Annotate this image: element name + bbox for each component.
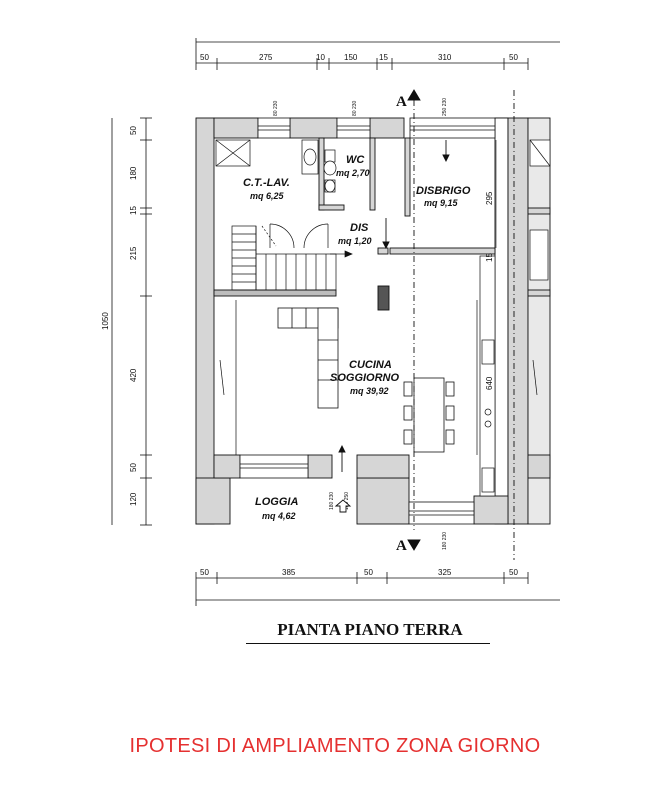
window-label-2: 250 230 bbox=[442, 98, 448, 116]
top-dimension-chain bbox=[195, 38, 560, 70]
top-dim-6: 50 bbox=[509, 53, 518, 62]
proposal-caption: IPOTESI DI AMPLIAMENTO ZONA GIORNO bbox=[129, 735, 541, 757]
room-wc-area: mq 2,70 bbox=[336, 168, 370, 178]
dining-table bbox=[403, 377, 455, 453]
room-ctlav-name: C.T.-LAV. bbox=[243, 177, 290, 189]
room-loggia-area: mq 4,62 bbox=[262, 511, 296, 521]
room-cucina-area: mq 39,92 bbox=[350, 386, 389, 396]
section-marker-bottom: A bbox=[396, 538, 407, 554]
kitchen-counter bbox=[479, 255, 496, 497]
top-dim-2: 10 bbox=[316, 53, 325, 62]
bottom-dimension-labels: 50 385 50 325 50 bbox=[200, 568, 518, 577]
kitchen-height-dim: 640 bbox=[485, 376, 494, 390]
room-disbrigo-area: mq 9,15 bbox=[424, 198, 459, 208]
bottom-dim-2: 50 bbox=[364, 568, 373, 577]
room-labels: C.T.-LAV. mq 6,25 WC mq 2,70 DISBRIGO mq… bbox=[243, 154, 471, 521]
window-label-6: 180 230 bbox=[442, 532, 448, 550]
top-dim-3: 150 bbox=[344, 53, 358, 62]
room-soggiorno-name: SOGGIORNO bbox=[330, 372, 400, 384]
d15-dim: 15 bbox=[485, 253, 494, 262]
doors bbox=[219, 223, 538, 455]
left-dim-4: 420 bbox=[129, 368, 138, 382]
top-dim-0: 50 bbox=[200, 53, 209, 62]
bottom-dim-3: 325 bbox=[438, 568, 452, 577]
room-disbrigo-name: DISBRIGO bbox=[416, 185, 471, 197]
walls bbox=[195, 117, 551, 525]
top-dimension-labels: 50 275 10 150 15 310 50 bbox=[200, 53, 518, 62]
wc-fixtures bbox=[301, 139, 549, 281]
total-height-dim: 1050 bbox=[101, 312, 110, 330]
left-dim-6: 120 bbox=[129, 492, 138, 506]
sofa bbox=[277, 307, 339, 409]
window-label-0: 80 230 bbox=[273, 100, 279, 116]
bottom-dim-4: 50 bbox=[509, 568, 518, 577]
disbrigo-height-dim: 295 bbox=[485, 191, 494, 205]
left-dim-0: 50 bbox=[129, 126, 138, 135]
room-dis-area: mq 1,20 bbox=[338, 236, 372, 246]
interior-dims: 295 15 640 bbox=[485, 140, 497, 390]
room-dis-name: DIS bbox=[350, 222, 369, 234]
window-labels-top: 80 230 80 230 250 230 bbox=[273, 98, 448, 116]
room-loggia-name: LOGGIA bbox=[255, 496, 298, 508]
section-line bbox=[407, 89, 515, 560]
left-dim-3: 215 bbox=[129, 246, 138, 260]
window-labels-bottom: 180 230 180 250 180 230 bbox=[329, 492, 448, 550]
window-label-4: 180 230 bbox=[329, 492, 335, 510]
top-dim-5: 310 bbox=[438, 53, 452, 62]
title-underline bbox=[246, 643, 490, 644]
flow-arrows bbox=[334, 140, 450, 513]
top-dim-1: 275 bbox=[259, 53, 273, 62]
left-dim-1: 180 bbox=[129, 166, 138, 180]
shower-tray bbox=[215, 139, 551, 167]
left-dim-2: 15 bbox=[129, 206, 138, 215]
bottom-dim-0: 50 bbox=[200, 568, 209, 577]
section-marker-top: A bbox=[396, 94, 407, 110]
drawing-title: PIANTA PIANO TERRA bbox=[277, 620, 463, 639]
room-ctlav-area: mq 6,25 bbox=[250, 191, 285, 201]
windows-top bbox=[257, 117, 496, 139]
window-label-1: 80 230 bbox=[352, 100, 358, 116]
top-dim-4: 15 bbox=[379, 53, 388, 62]
bottom-dim-1: 385 bbox=[282, 568, 296, 577]
left-dimension-chain bbox=[111, 117, 152, 526]
left-dim-5: 50 bbox=[129, 463, 138, 472]
window-label-5: 180 250 bbox=[344, 492, 350, 510]
bottom-dimension-chain bbox=[195, 572, 560, 606]
windows-bottom bbox=[239, 454, 475, 525]
left-dimension-labels: 50 180 15 215 420 50 120 1050 bbox=[101, 126, 138, 506]
staircase bbox=[231, 225, 353, 291]
room-cucina-name: CUCINA bbox=[349, 359, 392, 371]
room-wc-name: WC bbox=[346, 154, 365, 166]
